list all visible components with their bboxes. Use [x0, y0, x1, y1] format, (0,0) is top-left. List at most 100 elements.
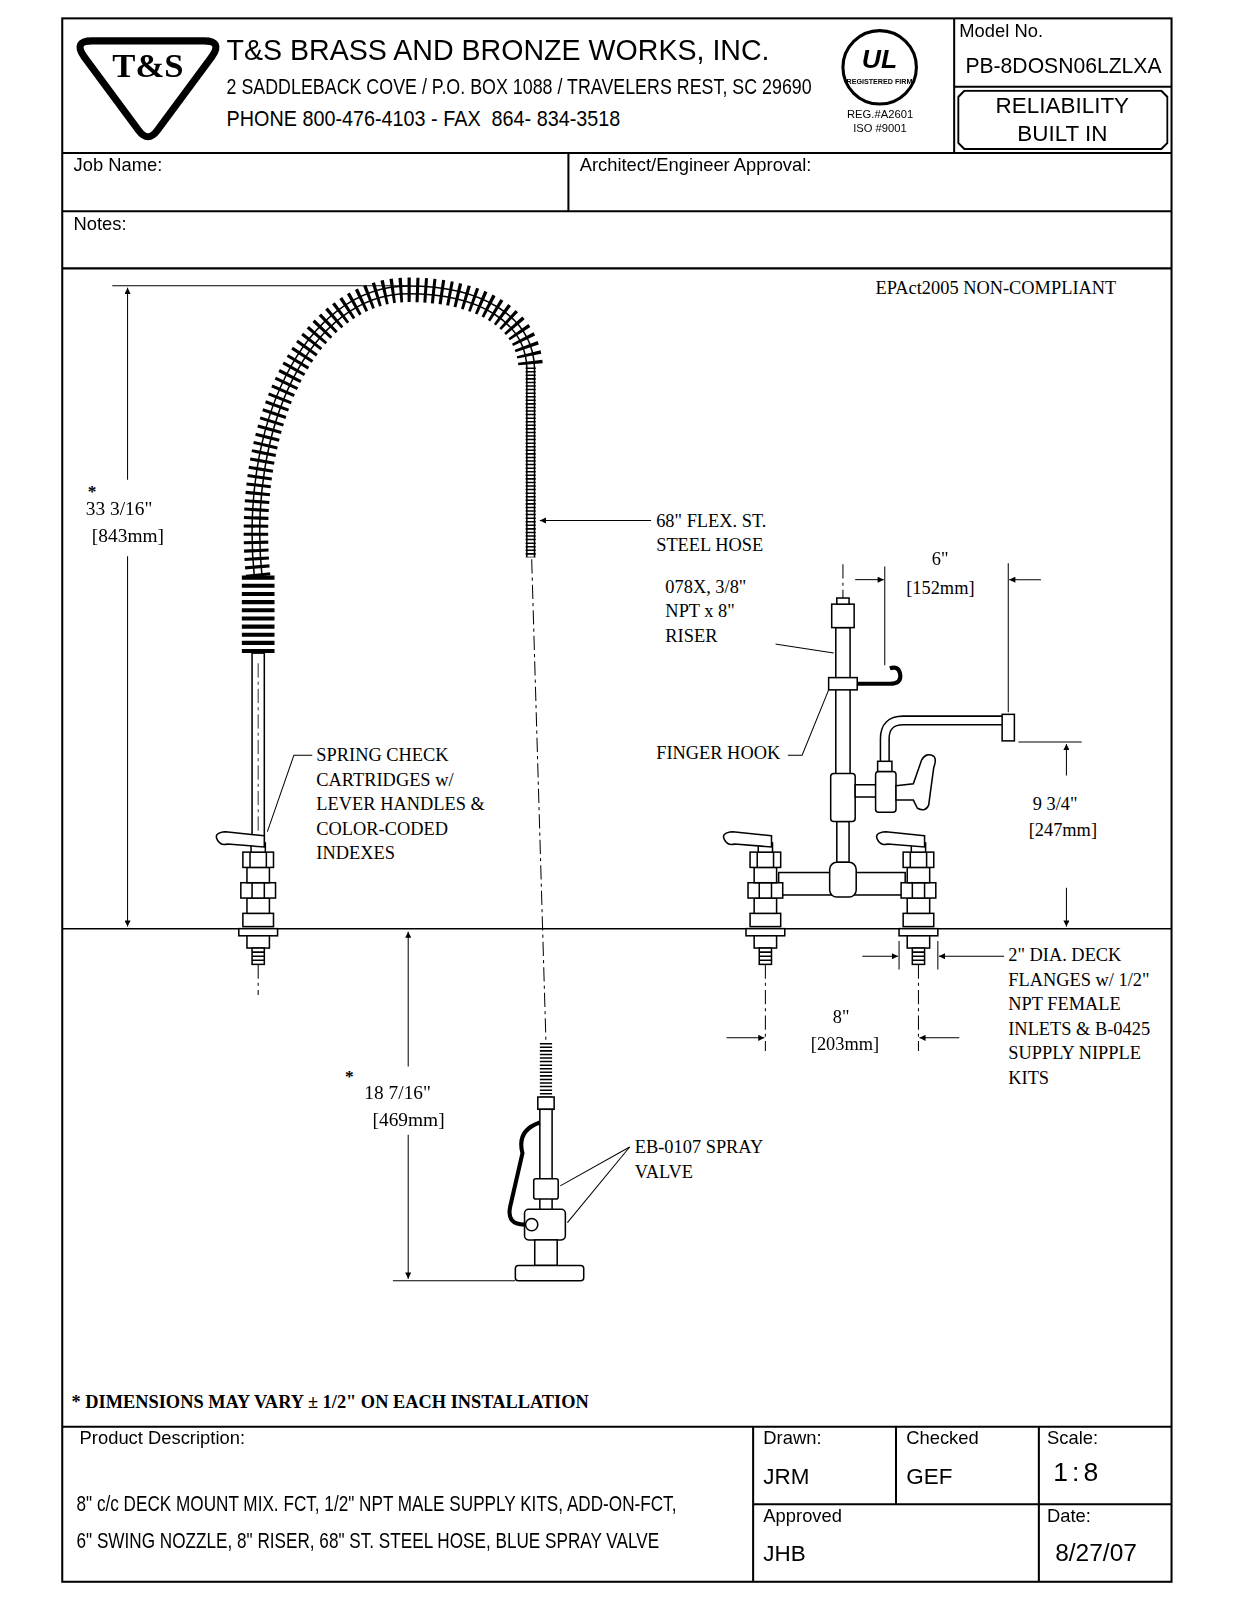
leader-lines: [540, 520, 651, 521]
field-value: JRM: [763, 1463, 809, 1489]
sheet-frame: [954, 86, 1171, 88]
dimension-label: [152mm]: [906, 578, 974, 599]
pre-rinse-unit: [256, 290, 531, 577]
deck-line: [62, 928, 1171, 930]
approved-cell: ApprovedJHB: [753, 1504, 1039, 1582]
mixing-faucet: [724, 832, 783, 927]
pre-rinse-unit: [242, 571, 275, 653]
dimension-lines: [939, 956, 1004, 957]
mixing-faucet: [1002, 714, 1014, 741]
spray-valve: [526, 1218, 538, 1230]
dimension-lines: [855, 579, 884, 580]
sheet-frame: [62, 18, 1171, 1581]
field-value: 8/27/07: [1055, 1539, 1137, 1567]
part-callout: 078X, 3/8" NPT x 8" RISER: [665, 575, 775, 648]
leader-lines: [267, 755, 312, 832]
ul-mark: [843, 31, 916, 104]
company-phone: PHONE 800-476-4103 - FAX 864- 834-3518: [227, 105, 621, 131]
sheet-frame: [895, 1427, 897, 1505]
mixing-faucet: [876, 771, 896, 812]
dimension-lines: [1066, 888, 1067, 927]
spray-valve: [535, 1240, 557, 1266]
description-cell: Product Description:8" c/c DECK MOUNT MI…: [62, 1427, 753, 1582]
logo-text: T&S: [112, 45, 183, 85]
pre-rinse-unit: [526, 367, 536, 557]
mixing-faucet: [830, 862, 857, 897]
iso-number: ISO #9001: [853, 121, 907, 134]
dimension-label: 6": [932, 549, 949, 570]
mixing-faucet: [837, 822, 849, 863]
field-value: 1:8: [1053, 1457, 1102, 1488]
part-callout: SPRING CHECK CARTRIDGES w/ LEVER HANDLES…: [316, 743, 495, 865]
dimension-label: 18 7/16": [364, 1082, 431, 1104]
sheet-frame: [62, 267, 1171, 269]
field-label: Model No.: [959, 20, 1043, 41]
dimension-lines: [408, 1135, 409, 1279]
model-number-cell: Model No. PB-8DOSN06LZLXA: [954, 18, 1171, 86]
ul-mark: [843, 31, 916, 104]
field-label: Notes:: [73, 213, 126, 234]
registration-number: REG.#A2601: [847, 108, 913, 121]
leader-lines: [567, 1147, 629, 1223]
dimension-lines: [127, 288, 128, 480]
dimension-lines: [937, 941, 938, 970]
mixing-faucet: [746, 929, 785, 965]
mixing-faucet: [836, 628, 850, 776]
dimension-lines: [1009, 579, 1041, 580]
pre-rinse-unit: [258, 964, 259, 995]
mixing-faucet: [831, 774, 855, 822]
part-callout: FINGER HOOK: [656, 743, 780, 764]
dimension-lines: [112, 285, 408, 286]
dimension-lines: [884, 566, 885, 665]
dimension-lines: [862, 956, 898, 957]
dimension-label: 9 3/4": [1033, 794, 1078, 815]
notes-cell: Notes:: [62, 211, 1171, 268]
sheet-frame: [62, 1426, 1171, 1428]
pre-rinse-unit: [239, 929, 278, 965]
dimension-lines: [919, 1037, 959, 1038]
dimension-label: [247mm]: [1029, 819, 1097, 840]
asterisk: *: [345, 1066, 354, 1086]
mixing-faucet: [899, 929, 938, 965]
dimension-label: [203mm]: [811, 1034, 879, 1055]
mixing-faucet: [878, 761, 892, 771]
drawn-cell: Drawn: JRM: [753, 1427, 896, 1505]
dimension-lines: [393, 1280, 515, 1281]
mixing-faucet: [918, 964, 919, 1051]
checked-cell: CheckedGEF: [896, 1427, 1039, 1505]
mixing-faucet: [765, 964, 766, 1051]
company-logo: [80, 41, 216, 137]
dimension-lines: [408, 932, 409, 1067]
field-label: Product Description:: [80, 1428, 245, 1449]
mixing-faucet: [877, 832, 936, 927]
company-name: T&S BRASS AND BRONZE WORKS, INC.: [227, 35, 770, 68]
spray-valve: [510, 559, 584, 1280]
model-number: PB-8DOSN06LZLXA: [965, 53, 1161, 79]
ul-mark-text: REGISTERED FIRM: [847, 78, 913, 86]
field-value: JHB: [763, 1541, 805, 1567]
pre-rinse-unit: [216, 290, 530, 995]
field-label: Architect/Engineer Approval:: [580, 155, 812, 176]
dimension-label: 33 3/16": [86, 498, 153, 520]
leader-lines: [560, 1147, 629, 1186]
dimension-lines: [1018, 741, 1081, 742]
dimension-lines: [127, 556, 128, 926]
spray-valve: [538, 1097, 554, 1109]
field-value: GEF: [906, 1463, 952, 1489]
compliance-note: EPAct2005 NON-COMPLIANT: [876, 278, 1117, 299]
mixing-faucet: [842, 564, 843, 598]
job-name-cell: Job Name:: [62, 153, 568, 211]
leader-lines: [788, 690, 829, 755]
dimension-lines: [899, 941, 900, 970]
date-cell: Date:8/27/07: [1039, 1504, 1172, 1582]
dimension-lines: [1008, 563, 1009, 712]
slogan: RELIABILITY BUILT IN: [976, 92, 1149, 147]
sheet-frame: [567, 153, 569, 211]
field-label: Drawn:: [763, 1428, 821, 1449]
dimension-label: [469mm]: [372, 1108, 444, 1130]
spray-valve: [525, 1209, 566, 1240]
mixing-faucet: [829, 678, 858, 690]
spray-valve: [532, 559, 546, 1043]
deck-line: [62, 928, 1171, 930]
